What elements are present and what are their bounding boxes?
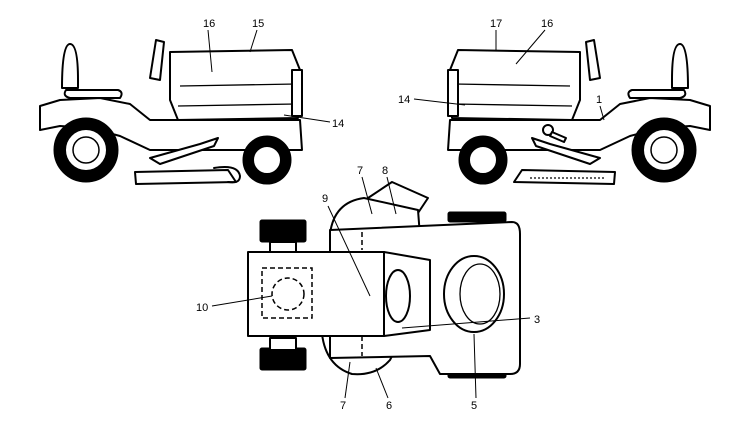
left-side-view: [39, 39, 303, 185]
left-seat: [61, 43, 79, 89]
top-view-callouts: 7 8 9 10 3 7 6 5: [196, 165, 540, 412]
callout-15-left: 15: [252, 18, 264, 30]
right-steering-wheel: [585, 39, 601, 81]
callout-17-right: 17: [490, 18, 502, 30]
callout-9: 9: [322, 193, 328, 205]
top-view: [247, 181, 521, 379]
right-side-view: [447, 39, 711, 185]
left-mower-deck: [134, 169, 237, 185]
callout-10: 10: [196, 302, 208, 314]
callout-14-left: 14: [332, 118, 344, 130]
top-front-wheel-upper: [447, 211, 507, 223]
left-frame: [39, 97, 303, 151]
right-seat: [671, 43, 689, 89]
top-rear-deck: [247, 251, 385, 337]
callout-7-top: 7: [357, 165, 363, 177]
right-mower-deck: [513, 169, 616, 185]
right-view-callouts: 17 16 14 1: [398, 18, 605, 121]
top-rear-wheel-lower: [259, 347, 307, 371]
callout-6: 6: [386, 400, 392, 412]
top-dash-oval: [443, 255, 505, 333]
callout-7-bottom: 7: [340, 400, 346, 412]
callout-1-right: 1: [596, 94, 602, 106]
top-rear-wheel-upper: [259, 219, 307, 243]
callout-5: 5: [471, 400, 477, 412]
callout-16-left: 16: [203, 18, 215, 30]
left-view-callouts: 16 15 14: [203, 18, 344, 130]
left-steering-wheel: [149, 39, 165, 81]
callout-16-right: 16: [541, 18, 553, 30]
callout-8: 8: [382, 165, 388, 177]
callout-3: 3: [534, 314, 540, 326]
callout-14-right: 14: [398, 94, 410, 106]
top-fuel-area: [261, 267, 313, 319]
right-frame: [447, 97, 711, 151]
